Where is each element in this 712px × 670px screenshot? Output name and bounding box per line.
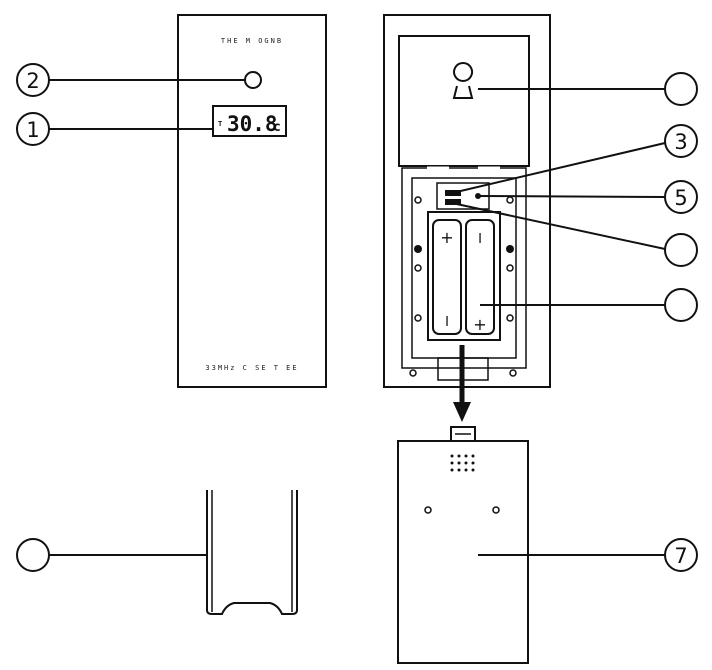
stand xyxy=(206,490,298,615)
keyhole-slot xyxy=(452,85,474,99)
hanger-plate xyxy=(398,35,530,167)
callout-1: 1 xyxy=(16,112,213,146)
callout-7-label: 7 xyxy=(674,544,687,568)
stand-outline xyxy=(206,490,298,615)
battery-left-plus: + xyxy=(440,228,453,247)
callout-3-circle xyxy=(664,124,698,158)
battery-right-minus: I xyxy=(478,232,482,247)
callout-battery-bottom xyxy=(480,288,698,322)
callout-3-label: 3 xyxy=(674,130,687,154)
battery-left-minus: I xyxy=(445,315,449,330)
keyhole-icon xyxy=(453,62,474,82)
callout-5: 5 xyxy=(477,180,698,214)
side-hole xyxy=(414,196,422,204)
battery-cover xyxy=(397,426,529,664)
front-brand-text: THE M OGNB xyxy=(221,37,283,45)
battery-right xyxy=(465,219,495,335)
front-panel: THE M OGNB T 30.8 c 33MHz C SE T EE xyxy=(177,14,327,388)
side-hole xyxy=(414,314,422,322)
front-panel-outline xyxy=(177,14,327,388)
callout-7: 7 xyxy=(478,538,698,572)
lcd-display xyxy=(212,105,287,137)
battery-left xyxy=(432,219,462,335)
callout-2: 2 xyxy=(16,63,245,97)
callout-battery-top-circle xyxy=(664,233,698,267)
battery-holder xyxy=(427,211,501,341)
slide-down-arrow xyxy=(453,345,471,422)
callout-1-label: 1 xyxy=(26,118,39,142)
battery-right-plus: + xyxy=(473,315,486,334)
front-model-text: 33MHz C SE T EE xyxy=(205,364,298,372)
callout-stand xyxy=(16,538,207,572)
led-indicator xyxy=(244,71,262,89)
arrow-head-icon xyxy=(453,402,471,422)
rear-panel-outline xyxy=(383,14,551,388)
callout-battery-bottom-circle xyxy=(664,288,698,322)
side-hole xyxy=(414,264,422,272)
lcd-prefix: T xyxy=(218,120,222,128)
side-clip xyxy=(506,245,514,253)
bottom-screw xyxy=(409,369,417,377)
callout-hanger-circle xyxy=(664,72,698,106)
callout-2-label: 2 xyxy=(26,69,39,93)
side-hole xyxy=(506,314,514,322)
callout-battery-top xyxy=(451,202,698,267)
callout-5-leader xyxy=(477,195,666,198)
lcd-reading: 30.8 xyxy=(227,112,278,136)
side-clip xyxy=(414,245,422,253)
side-hole xyxy=(506,264,514,272)
rear-panel: + I I + xyxy=(383,14,551,388)
callout-3: 3 xyxy=(451,124,698,194)
lcd-unit: c xyxy=(273,120,281,135)
callout-battery-top-leader xyxy=(451,202,666,250)
callout-3-leader xyxy=(451,142,666,194)
cover-vent-grid xyxy=(450,454,475,472)
callout-stand-circle xyxy=(16,538,50,572)
cover-outline xyxy=(397,440,529,664)
unit-switch xyxy=(445,199,461,205)
side-hole xyxy=(506,196,514,204)
cover-hole-right xyxy=(492,506,500,514)
callout-5-label: 5 xyxy=(674,186,687,210)
cover-hole-left xyxy=(424,506,432,514)
bottom-screw xyxy=(509,369,517,377)
callout-hanger xyxy=(478,72,698,106)
